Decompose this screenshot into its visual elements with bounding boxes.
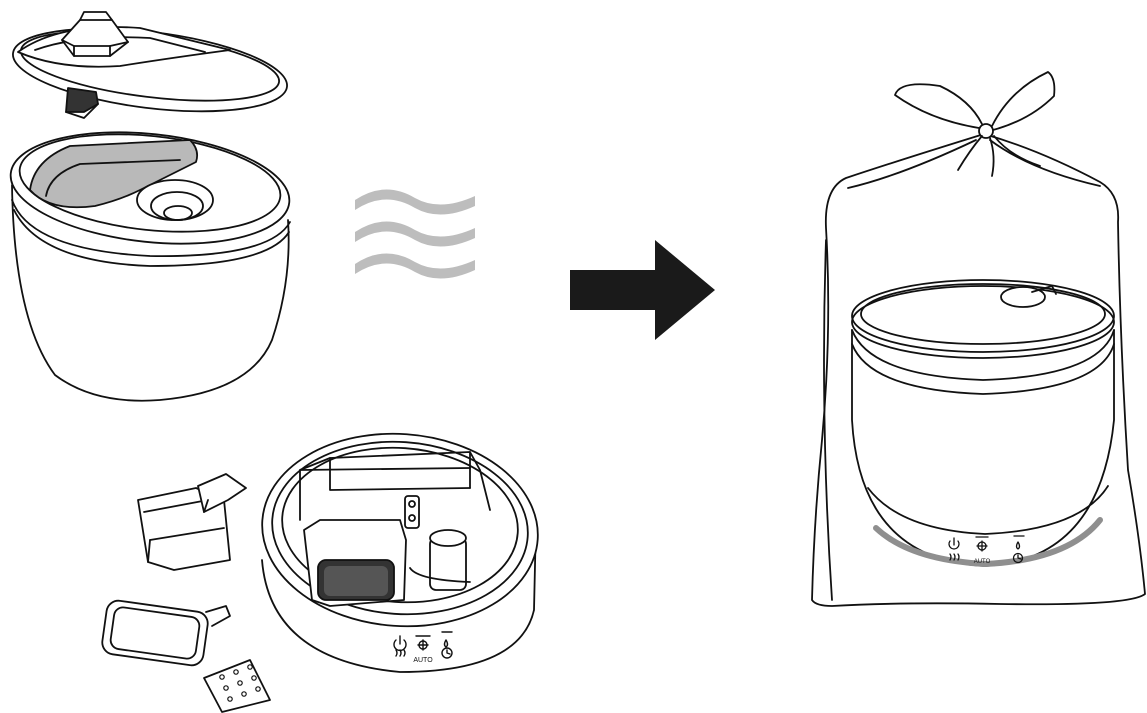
base-auto-label: AUTO [413, 657, 433, 664]
drying-air-icon [355, 189, 475, 278]
bagged-humidifier: AUTO [852, 280, 1114, 566]
lid [8, 12, 291, 125]
filter-pad [204, 660, 270, 712]
float-cover [138, 474, 246, 570]
water-tank [5, 120, 295, 401]
base-unit: AUTO [256, 425, 545, 672]
bagged-auto-label: AUTO [974, 559, 991, 565]
filter-cartridge [101, 599, 230, 667]
right-arrow-icon [570, 240, 715, 340]
